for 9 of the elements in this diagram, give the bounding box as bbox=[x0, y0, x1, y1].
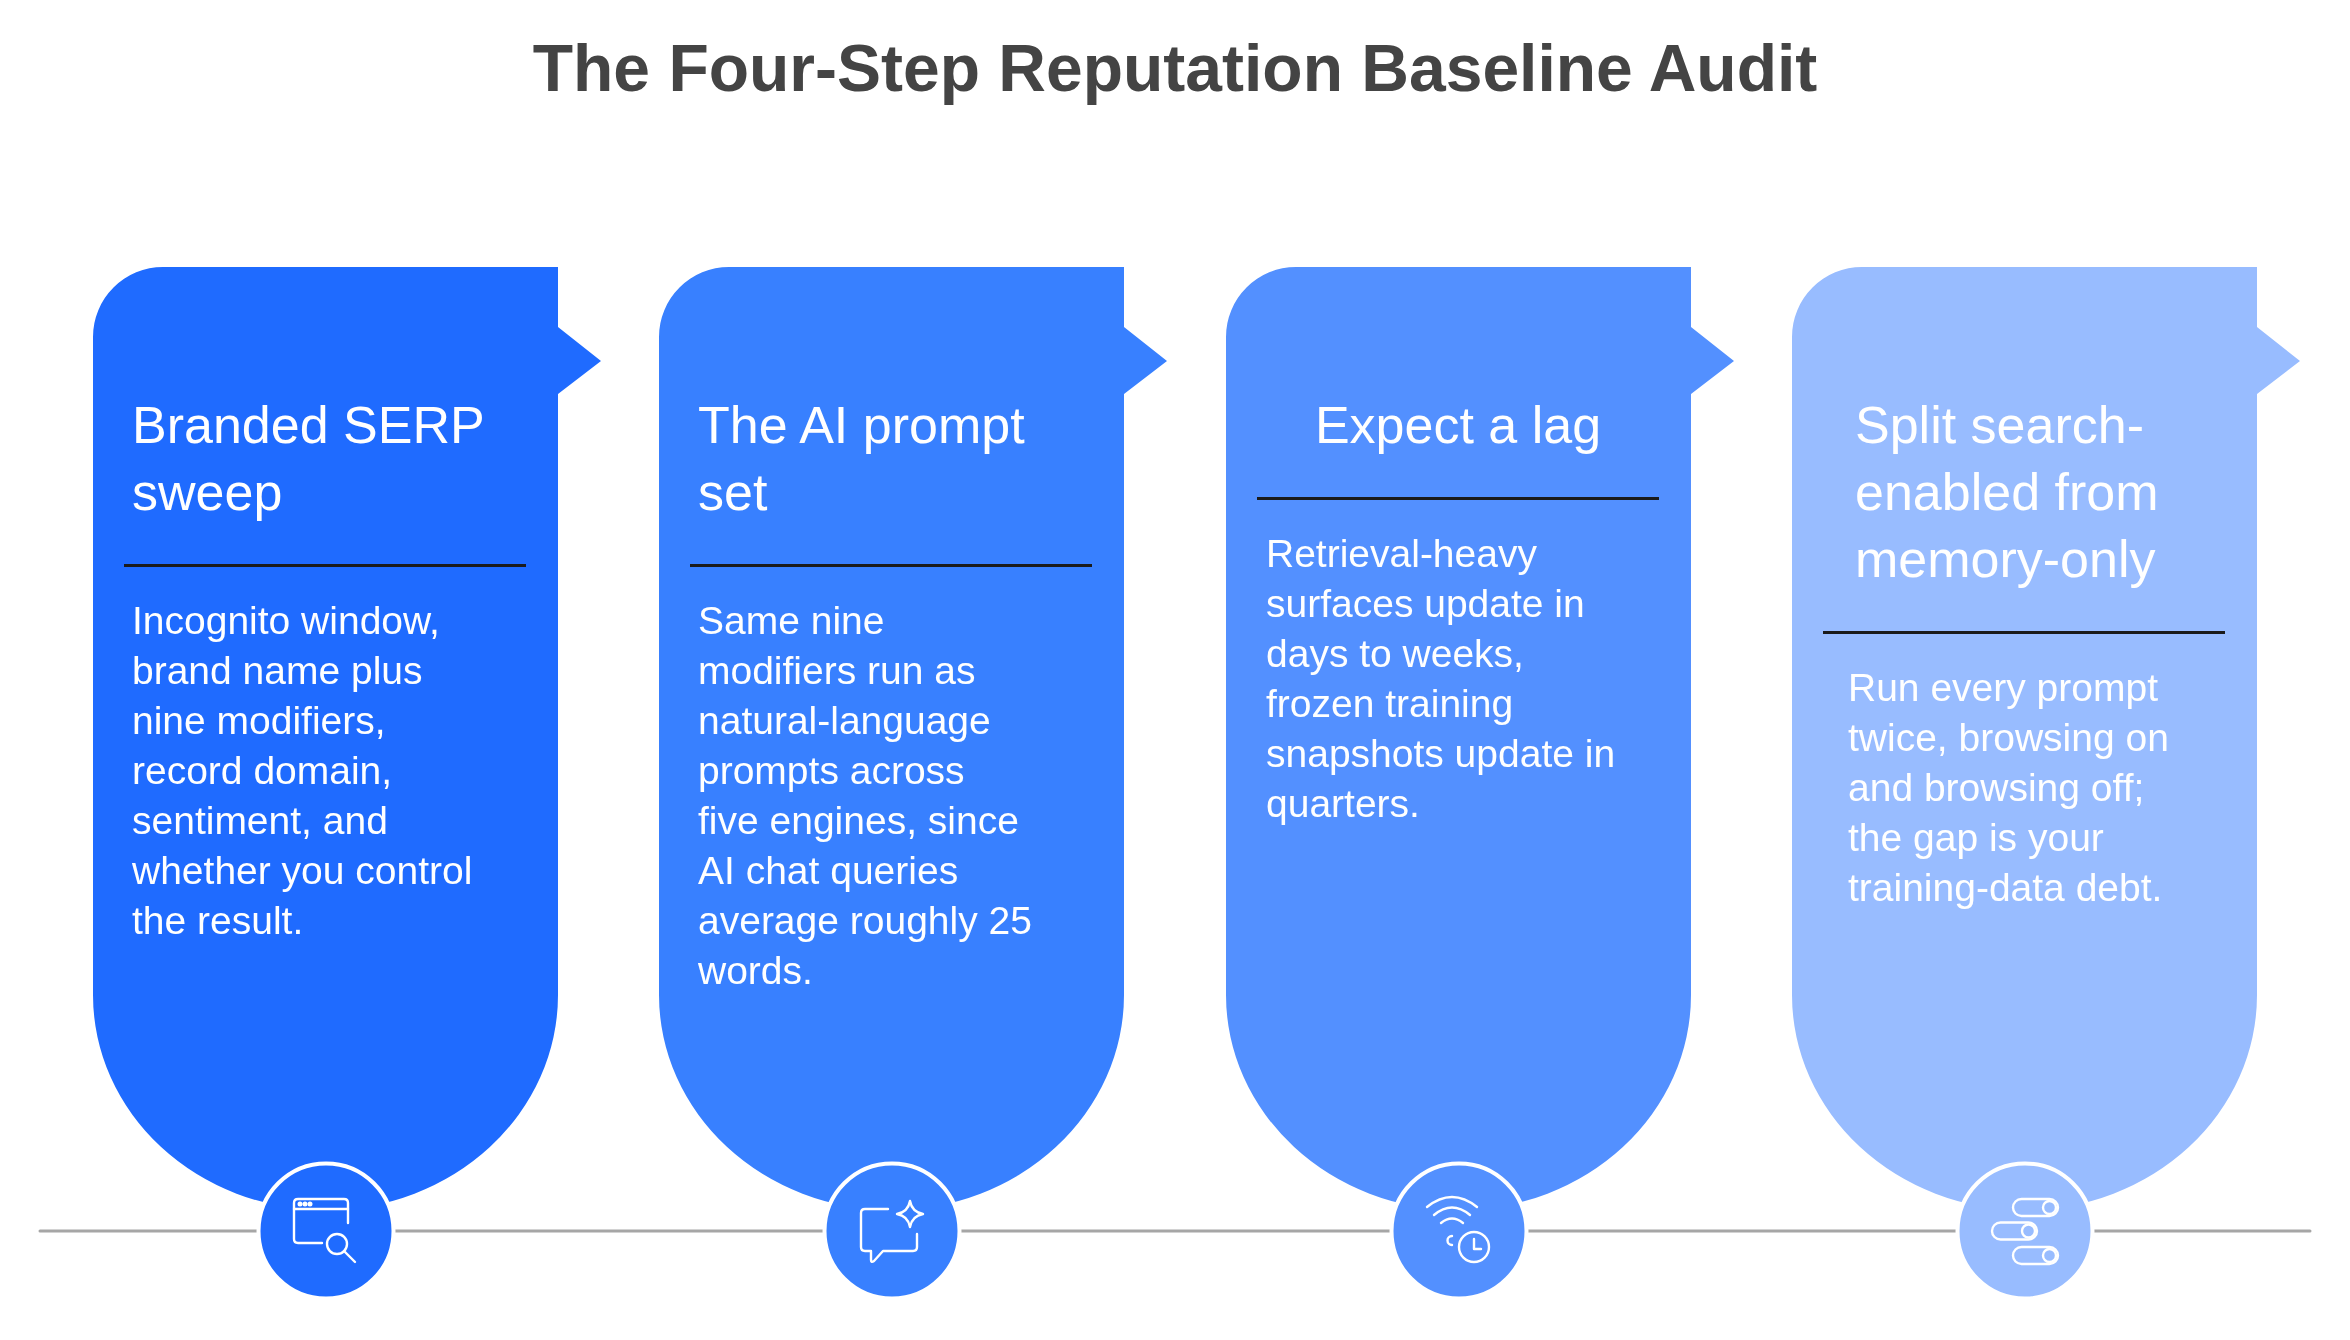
step-description: Run every prompt twice, browsing on and browsing off; the gap is your training-data debt. bbox=[1848, 665, 2170, 911]
step-heading: Split search-enabled from memory-only bbox=[1855, 395, 2160, 590]
step-heading: The AI prompt set bbox=[698, 395, 1026, 523]
step-description: Incognito window, brand name plus nine modifiers, record domain, sentiment, and whether you control the result. bbox=[132, 598, 474, 944]
diagram-title: The Four-Step Reputation Baseline Audit bbox=[532, 30, 1818, 107]
step-description: Retrieval-heavy surfaces update in days to weeks, frozen training snapshots update in quarters. bbox=[1266, 531, 1617, 827]
step-heading: Expect a lag bbox=[1314, 395, 1602, 456]
step-description: Same nine modifiers run as natural-language prompts across five engines, since AI chat queries average roughly 25 words. bbox=[698, 598, 1033, 994]
step-heading: Branded SERP sweep bbox=[132, 395, 485, 523]
